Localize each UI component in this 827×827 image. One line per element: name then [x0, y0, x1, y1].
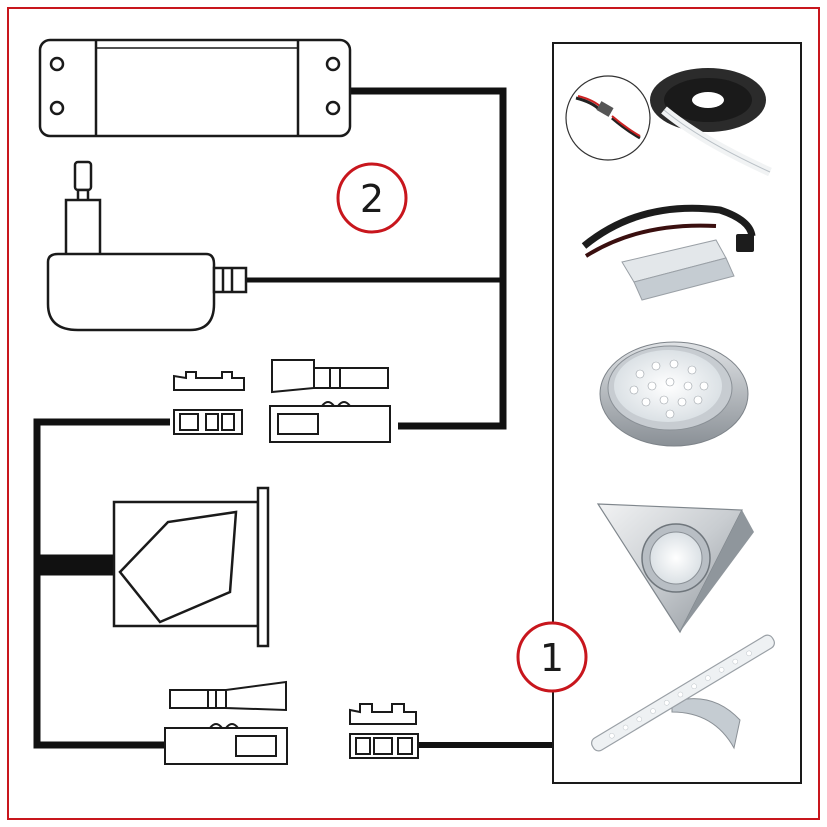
badge-lights-number: 1 [540, 636, 564, 680]
cable-left-loop [33, 418, 170, 749]
badge-power-source-number: 2 [360, 177, 384, 221]
badge-power-source: 2 [336, 162, 408, 234]
connector-male-top-a [173, 371, 245, 435]
outer-frame [7, 7, 820, 820]
round-puck-light-icon [599, 341, 749, 447]
led-driver-transformer-icon [38, 38, 352, 138]
led-bar-light-icon [581, 204, 756, 301]
connector-female-bottom [164, 680, 288, 765]
cable-distributor-feed [36, 554, 116, 576]
led-strip-icon [565, 68, 772, 177]
badge-lights: 1 [516, 621, 588, 693]
plug-in-power-adapter-icon [46, 160, 248, 332]
distribution-box-icon [112, 486, 270, 648]
triangle-cabinet-light-icon [596, 503, 754, 634]
connector-male-bottom [349, 703, 419, 759]
cables [33, 87, 553, 749]
connector-female-top [269, 359, 391, 443]
cable-driver [350, 87, 507, 430]
mirror-light-icon [591, 634, 775, 752]
